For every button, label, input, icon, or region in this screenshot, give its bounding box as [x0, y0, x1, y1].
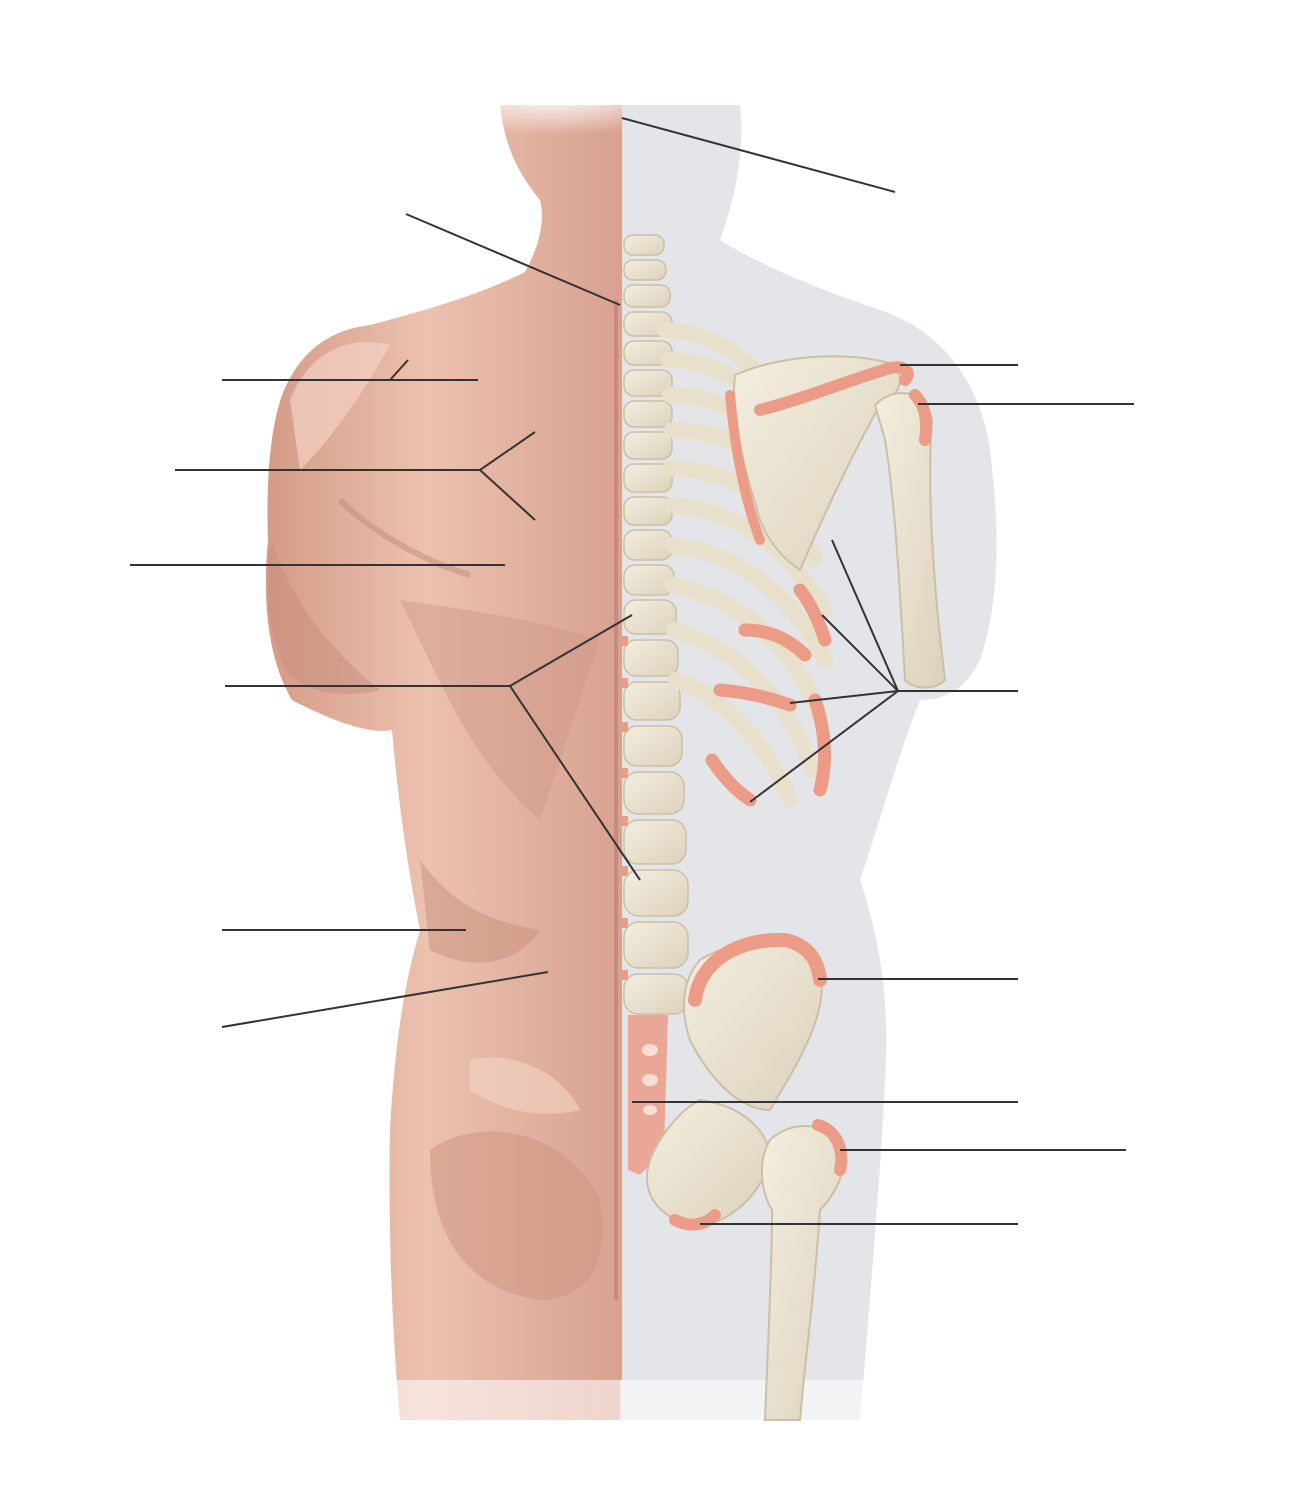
leader-line-11a: [831, 539, 899, 692]
sacrum: [628, 1015, 668, 1175]
leader-line-2: [405, 213, 621, 306]
costal-cartilages: [705, 583, 832, 807]
leader-line-11b: [821, 614, 899, 692]
leader-line-3b: [389, 359, 409, 381]
gluteal-shade: [430, 1131, 603, 1300]
deltoid-shade: [290, 342, 390, 470]
bottom-fade-right: [620, 1380, 880, 1440]
leader-line-6b: [509, 685, 641, 881]
vertebral-column: [623, 234, 689, 1015]
scapula-ridge-shade: [337, 497, 471, 578]
ischial-tuberosity-cartilage: [669, 1209, 721, 1231]
skin-half: [265, 95, 630, 1440]
leader-line-11d: [749, 690, 899, 803]
skeleton: [622, 234, 947, 1421]
leader-lines: [130, 117, 1134, 1225]
humeral-head-cartilage: [909, 389, 933, 446]
flank-shade: [420, 860, 540, 963]
scapula-border-cartilage: [725, 390, 765, 545]
neck-fade: [480, 95, 630, 135]
leader-line-11c: [789, 690, 899, 704]
bottom-fade-left: [380, 1380, 630, 1440]
leader-line-1: [621, 117, 896, 193]
iliac-crest-cartilage: [688, 932, 827, 1007]
greater-trochanter-cartilage: [812, 1119, 848, 1176]
acromion-cartilage: [754, 361, 914, 416]
leader-line-4b: [479, 469, 536, 521]
triceps-shade: [268, 540, 380, 694]
intervertebral-discs: [622, 636, 628, 980]
gluteal-highlight: [470, 1057, 580, 1114]
leader-line-8: [221, 971, 549, 1028]
sacral-foramina: [642, 1044, 658, 1115]
latissimus-shade: [400, 600, 600, 820]
